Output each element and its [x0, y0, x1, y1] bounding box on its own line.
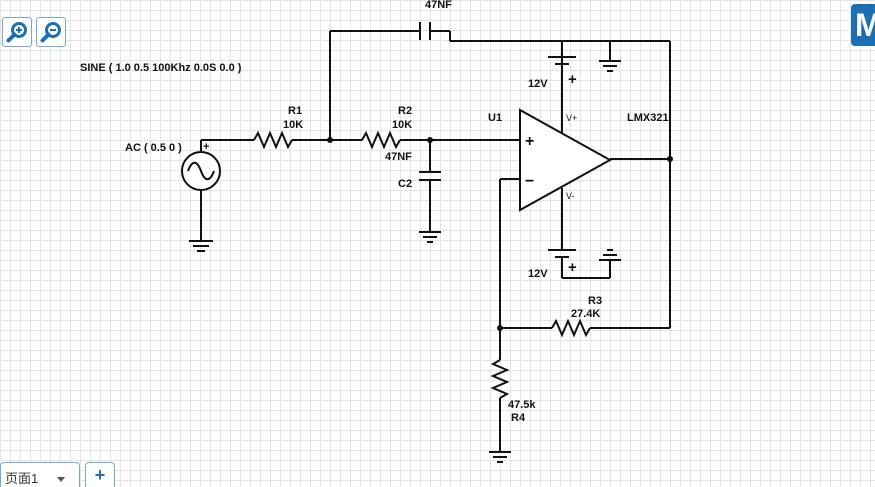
ac-source-label: AC ( 0.5 0 ) — [125, 142, 182, 154]
ac-source[interactable] — [181, 140, 221, 240]
page-tab-label: 页面1 — [5, 471, 39, 486]
battery-bottom[interactable] — [548, 249, 576, 258]
ground-c2 — [419, 231, 441, 243]
brand-logo: M — [851, 4, 875, 46]
add-page-button[interactable]: + — [85, 462, 115, 487]
r1-name-label: R1 — [288, 105, 302, 117]
zoom-in-icon — [6, 22, 27, 43]
plus-icon: + — [94, 465, 106, 485]
resistor-r2[interactable] — [361, 130, 401, 150]
zoom-out-button[interactable] — [36, 17, 66, 47]
chevron-down-icon[interactable] — [57, 477, 65, 482]
r4-value-label: 47.5k — [508, 399, 536, 411]
battery-top-plus: + — [568, 71, 577, 88]
opamp-part-label: LMX321 — [627, 112, 669, 124]
c1-value-label: 47NF — [425, 0, 452, 11]
r3-value-label: 27.4K — [571, 308, 600, 320]
u1-name-label: U1 — [488, 112, 502, 124]
r2-value-label: 10K — [392, 119, 412, 131]
page-tab-1[interactable]: 页面1 — [0, 462, 80, 487]
resistor-r3[interactable] — [551, 318, 591, 338]
r3-name-label: R3 — [588, 295, 602, 307]
zoom-in-button[interactable] — [2, 17, 32, 47]
opamp-plus-sign: + — [525, 133, 534, 150]
resistor-r4[interactable] — [490, 359, 510, 399]
zoom-out-icon — [40, 22, 61, 43]
c2-name-label: C2 — [398, 178, 412, 190]
battery-bottom-plus: + — [568, 259, 577, 276]
ground-bottom — [599, 249, 621, 261]
r2-name-label: R2 — [398, 105, 412, 117]
opamp-u1[interactable] — [519, 108, 613, 212]
source-plus-sign: + — [203, 141, 209, 153]
r2-cap-value-label: 47NF — [385, 151, 412, 163]
r4-name-label: R4 — [511, 412, 526, 424]
supply-bottom-label: 12V — [528, 268, 548, 280]
ground-source — [189, 240, 213, 252]
output-node — [667, 156, 673, 162]
vminus-label: V- — [566, 191, 575, 201]
r1-value-label: 10K — [283, 119, 303, 131]
opamp-minus-sign: − — [525, 173, 534, 190]
page-tab-bar: 页面1 + — [0, 462, 875, 487]
capacitor-c2[interactable] — [419, 171, 441, 181]
ground-top — [599, 60, 621, 72]
ground-r4 — [489, 451, 511, 463]
resistor-r1[interactable] — [253, 130, 293, 150]
capacitor-c1[interactable] — [419, 22, 431, 40]
vplus-label: V+ — [566, 113, 577, 123]
source-params-label: SINE ( 1.0 0.5 100Khz 0.0S 0.0 ) — [80, 62, 242, 74]
supply-top-label: 12V — [528, 78, 548, 90]
